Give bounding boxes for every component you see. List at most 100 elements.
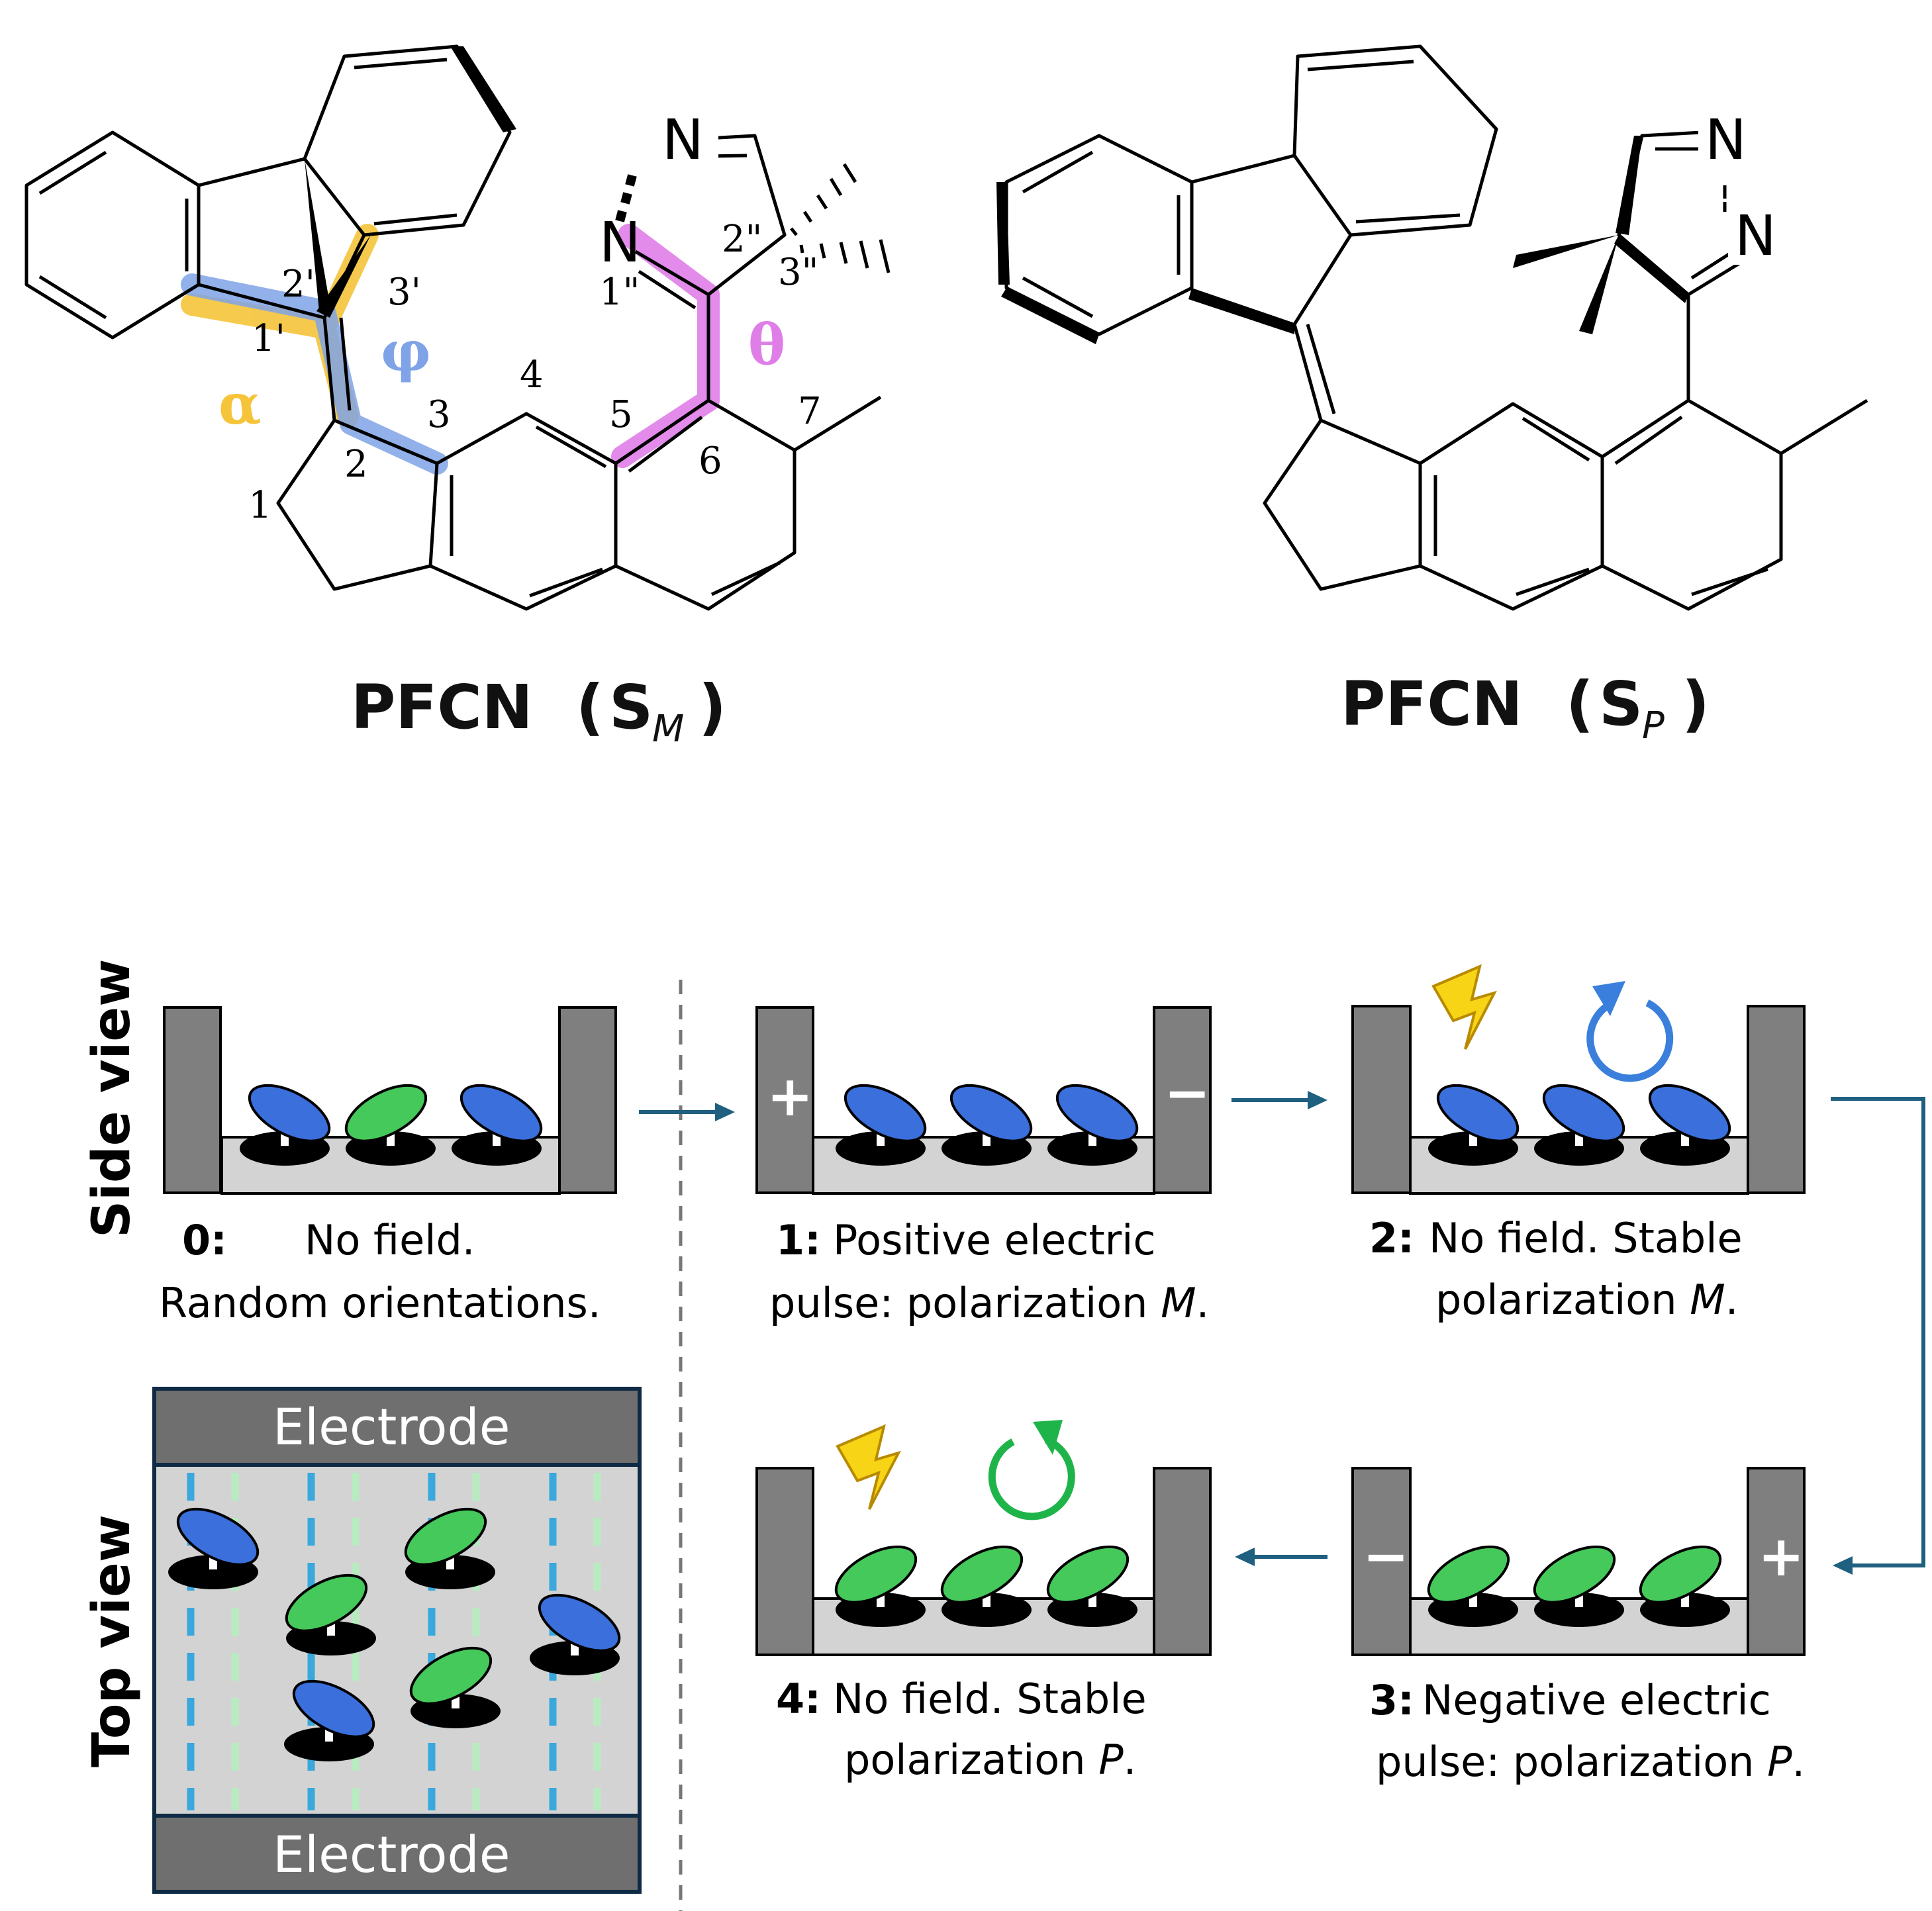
hashed-methyl (790, 163, 891, 273)
panel-1: + − 1: Positive electric pulse: polariza… (755, 1006, 1212, 1327)
angle-theta: θ (748, 312, 785, 377)
locant-2dblprime: 2" (722, 218, 762, 261)
panel-0-number: 0: (182, 1216, 227, 1264)
svg-text:PFCN: PFCN (1341, 669, 1523, 739)
angle-phi: φ (381, 318, 431, 384)
svg-text:): ) (1682, 669, 1710, 739)
panel-2-line1: No field. Stable (1429, 1214, 1743, 1262)
rotor-blue (834, 1072, 936, 1167)
svg-text:S: S (609, 672, 653, 743)
bold-bond (996, 182, 1010, 285)
locant-2prime: 2' (281, 263, 315, 306)
rotor-blue (450, 1072, 552, 1167)
atom-n: N (662, 107, 704, 172)
dashed-bond (615, 174, 637, 222)
locant-3: 3 (427, 393, 451, 436)
side-view-label: Side view (82, 959, 142, 1238)
rotor-green (1524, 1534, 1625, 1628)
bold-bond (305, 159, 331, 311)
svg-text:P: P (1642, 704, 1665, 747)
arrow (1831, 1097, 1925, 1575)
atom-n: N (599, 210, 641, 275)
positive-sign: + (767, 1064, 813, 1129)
locant-4: 4 (520, 353, 544, 396)
left-molecule-title: PFCN ( S M ) (351, 672, 726, 751)
wedge-methyl (1579, 235, 1619, 334)
locant-5: 5 (609, 393, 633, 436)
atom-n: N (1705, 107, 1747, 172)
rotor-blue (238, 1072, 340, 1167)
panel-1-line1: Positive electric (833, 1216, 1155, 1264)
panel-3-line1: Negative electric (1422, 1676, 1771, 1724)
locant-3dblprime: 3" (778, 251, 818, 294)
panel-4-line2: polarization P. (844, 1736, 1136, 1784)
svg-text:M: M (652, 708, 684, 751)
panel-0-line1: No field. (305, 1216, 475, 1264)
svg-text:): ) (699, 672, 726, 743)
panel-4-number: 4: (776, 1675, 821, 1723)
phi-highlight (181, 273, 448, 475)
rotor-blue (1639, 1072, 1740, 1167)
bold-bond (450, 46, 516, 132)
rotation-clockwise-icon (1586, 981, 1674, 1082)
rotor-blue (1533, 1072, 1634, 1167)
svg-text:S: S (1599, 669, 1643, 739)
bold-bond (1188, 288, 1294, 334)
svg-text:PFCN: PFCN (351, 672, 533, 743)
svg-text:(: ( (1566, 669, 1594, 739)
panel-0: 0: No field. Random orientations. (159, 1006, 617, 1327)
rotor-blue (940, 1072, 1041, 1167)
rotor-green (1630, 1534, 1731, 1628)
top-view-panel: Electrode Electrode (152, 1387, 642, 1894)
negative-sign: − (1363, 1524, 1409, 1589)
panel-4-line1: No field. Stable (833, 1675, 1147, 1723)
panel-1-number: 1: (776, 1216, 821, 1264)
locant-1dblprime: 1" (599, 271, 640, 314)
locant-6: 6 (699, 440, 722, 483)
electrode-bottom-label: Electrode (273, 1825, 510, 1884)
panel-3-line2: pulse: polarization P. (1376, 1738, 1805, 1786)
lightning-icon (1432, 965, 1496, 1050)
panel-2: 2: No field. Stable polarization M. (1351, 965, 1806, 1324)
atom-n: N (1735, 203, 1776, 268)
rotation-counterclockwise-icon (988, 1420, 1075, 1520)
panel-3-number: 3: (1369, 1676, 1414, 1724)
locant-7: 7 (798, 390, 822, 433)
wedge-methyl (1513, 235, 1619, 268)
locant-3prime: 3' (387, 271, 421, 314)
arrow (1235, 1548, 1328, 1566)
bold-bond (1001, 288, 1099, 344)
bold-bond (1614, 235, 1688, 303)
panel-2-line2: polarization M. (1435, 1276, 1738, 1324)
arrow (1232, 1091, 1328, 1109)
rotor-green (336, 1072, 437, 1167)
electrode-top-label: Electrode (273, 1397, 510, 1456)
panel-0-line2: Random orientations. (159, 1279, 601, 1327)
rotor-blue (1046, 1072, 1147, 1167)
rotor-green (1418, 1534, 1520, 1628)
top-view-label: Top view (82, 1515, 142, 1767)
negative-sign: − (1164, 1060, 1210, 1125)
panel-1-line2: pulse: polarization M. (769, 1279, 1209, 1327)
bold-bond (1616, 136, 1642, 235)
molecule-right: N N PFCN ( S P ) (996, 44, 1868, 747)
arrow (639, 1103, 735, 1121)
angle-alpha: α (218, 371, 262, 437)
locant-2: 2 (344, 443, 368, 486)
positive-sign: + (1758, 1524, 1804, 1589)
locant-1: 1 (248, 484, 272, 527)
lightning-icon (836, 1425, 900, 1511)
rotor-green (826, 1534, 927, 1628)
rotor-green (932, 1534, 1033, 1628)
panel-2-number: 2: (1369, 1214, 1414, 1262)
right-molecule-title: PFCN ( S P ) (1341, 669, 1710, 747)
bold-bond (316, 235, 371, 318)
svg-text:(: ( (576, 672, 604, 743)
molecule-left: N N 1' 2' 3' 1 2 3 4 5 6 7 1" 2" 3" α φ … (24, 44, 891, 751)
rotor-green (1038, 1534, 1139, 1628)
panel-4: 4: No field. Stable polarization P. (755, 1420, 1212, 1784)
panel-3: − + 3: Negative electric pulse: polariza… (1351, 1467, 1806, 1786)
rotor-blue (1427, 1072, 1528, 1167)
locant-1prime: 1' (252, 317, 285, 360)
